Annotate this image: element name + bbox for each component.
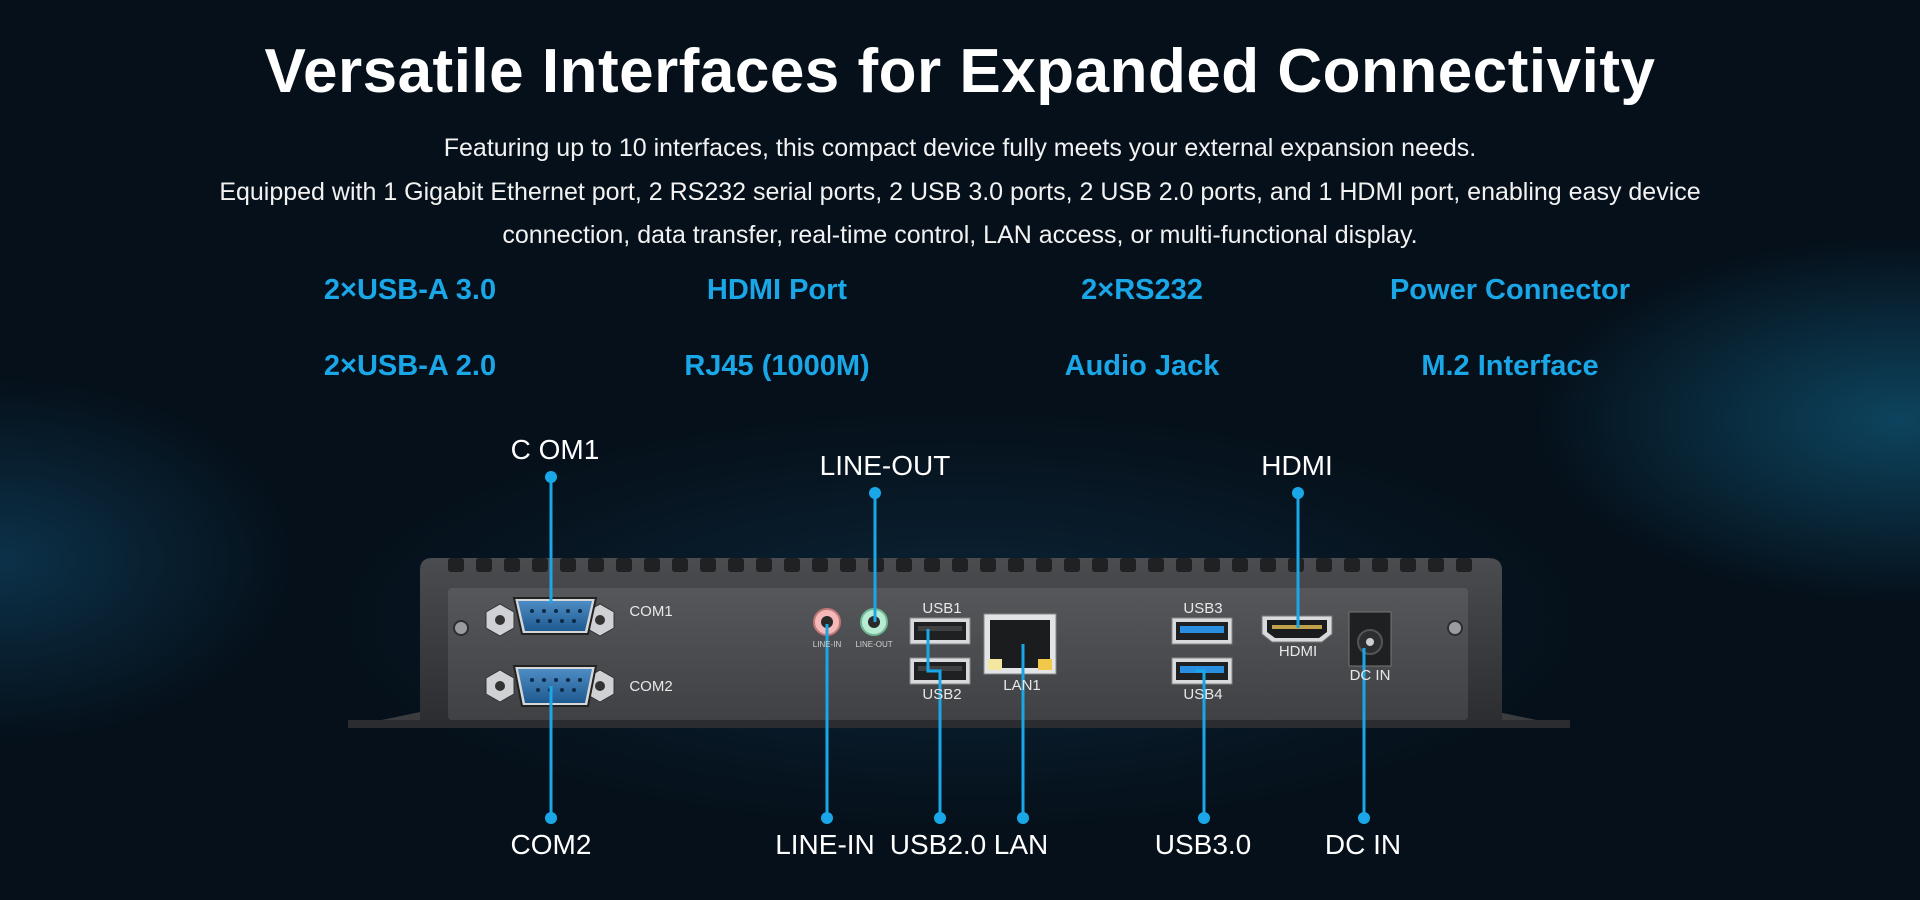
feature-hdmi: HDMI Port — [706, 274, 848, 306]
page-title: Versatile Interfaces for Expanded Connec… — [264, 37, 1656, 106]
callout-lan: LAN — [993, 829, 1049, 860]
panel-screw-right — [1447, 620, 1463, 636]
leader-dc-in-dot — [1358, 812, 1370, 824]
heatsink-fins — [448, 558, 1472, 572]
callout-dc-in: DC IN — [1324, 829, 1402, 860]
callout-usb30: USB3.0 — [1154, 829, 1252, 860]
lan-port — [983, 613, 1057, 675]
usb3-port — [1171, 617, 1233, 645]
panel-label-dc-in: DC IN — [1349, 667, 1391, 684]
hdmi-port — [1261, 615, 1333, 643]
com2-port — [485, 665, 615, 707]
leader-hdmi-dot — [1292, 487, 1304, 499]
leader-lan-dot — [1017, 812, 1029, 824]
callout-line-in: LINE-IN — [775, 829, 875, 860]
com1-port — [485, 597, 615, 637]
callout-com2: COM2 — [510, 829, 592, 860]
leader-com2-dot — [545, 812, 557, 824]
panel-label-hdmi: HDMI — [1278, 643, 1318, 660]
callout-com1: C OM1 — [510, 434, 600, 465]
panel-label-line-in: LINE-IN — [812, 640, 842, 649]
feature-audio: Audio Jack — [1064, 350, 1220, 382]
usb1-port — [909, 617, 971, 645]
base-plate — [348, 720, 1570, 728]
panel-label-usb4: USB4 — [1183, 686, 1223, 703]
panel-screw-left — [453, 620, 469, 636]
leader-usb30-dot — [1198, 812, 1210, 824]
panel-label-com1: COM1 — [629, 603, 673, 620]
callout-hdmi: HDMI — [1261, 450, 1333, 481]
callout-usb20: USB2.0 — [889, 829, 987, 860]
leader-com1-dot — [545, 471, 557, 483]
panel-label-usb3: USB3 — [1183, 600, 1223, 617]
description-line-1: Featuring up to 10 interfaces, this comp… — [443, 134, 1477, 162]
description-line-3: connection, data transfer, real-time con… — [502, 221, 1418, 249]
panel-label-line-out: LINE-OUT — [855, 640, 893, 649]
feature-rs232: 2×RS232 — [1081, 274, 1203, 306]
description-line-2: Equipped with 1 Gigabit Ethernet port, 2… — [219, 178, 1701, 206]
feature-power: Power Connector — [1389, 274, 1631, 306]
dc-in-port — [1348, 611, 1392, 667]
panel-label-com2: COM2 — [629, 678, 673, 695]
panel-label-usb2: USB2 — [922, 686, 962, 703]
panel-label-usb1: USB1 — [922, 600, 962, 617]
leader-line-in-dot — [821, 812, 833, 824]
feature-rj45: RJ45 (1000M) — [684, 350, 870, 382]
feature-usb20: 2×USB-A 2.0 — [323, 350, 497, 382]
feature-m2: M.2 Interface — [1421, 350, 1599, 382]
leader-usb30 — [1196, 669, 1206, 818]
panel-label-lan1: LAN1 — [1003, 677, 1041, 694]
leader-usb20 — [926, 629, 942, 818]
leader-line-out-dot — [869, 487, 881, 499]
callout-line-out: LINE-OUT — [819, 450, 951, 481]
feature-usb30: 2×USB-A 3.0 — [323, 274, 497, 306]
leader-usb20-dot — [934, 812, 946, 824]
